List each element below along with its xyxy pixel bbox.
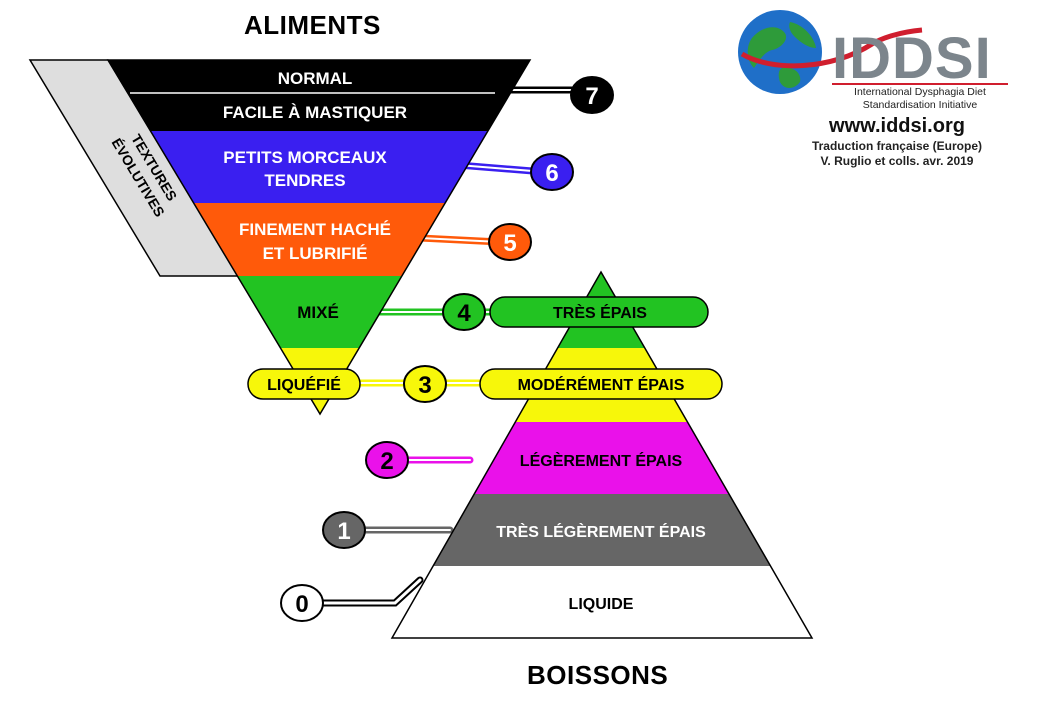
- badge-3-text: 3: [418, 372, 431, 399]
- level-badges: 7 6 5 4 3 2 1 0: [280, 76, 614, 622]
- badge-6: [530, 153, 574, 191]
- food-band-7: [108, 60, 530, 131]
- badge-1: [322, 511, 366, 549]
- pill-tres-epais: [489, 296, 709, 328]
- badge-7: [570, 76, 614, 114]
- pill-moderement-epais: [479, 368, 723, 400]
- food-label-mixe: MIXÉ: [297, 303, 339, 322]
- logo-subtitle-2: Standardisation Initiative: [862, 99, 978, 111]
- drink-label-liquide: LIQUIDE: [569, 596, 634, 613]
- food-label-facile: FACILE À MASTIQUER: [223, 103, 407, 122]
- iddsi-logo-block: IDDSI International Dysphagia Diet Stand…: [732, 8, 1017, 198]
- badge-0-text: 0: [295, 591, 308, 618]
- drink-band-0: [392, 566, 812, 638]
- badge-5-text: 5: [503, 230, 516, 257]
- drink-label-tres-legerement-epais: TRÈS LÉGÈREMENT ÉPAIS: [496, 522, 706, 541]
- badge-7-text: 7: [585, 83, 598, 110]
- badge-2: [365, 441, 409, 479]
- logo-wordmark: IDDSI: [832, 26, 992, 91]
- food-label-petits-2: TENDRES: [264, 171, 345, 190]
- badge-5: [488, 223, 532, 261]
- logo-url: www.iddsi.org: [829, 115, 965, 137]
- food-label-finement-1: FINEMENT HACHÉ: [239, 220, 391, 239]
- logo-subtitle-1: International Dysphagia Diet: [854, 86, 986, 98]
- logo-translation: Traduction française (Europe): [811, 139, 983, 153]
- badge-0: [280, 584, 324, 622]
- food-pyramid-outline: [106, 59, 532, 416]
- foods-heading: ALIMENTS: [244, 10, 381, 40]
- badge-3: [403, 365, 447, 403]
- badge-2-text: 2: [380, 448, 393, 475]
- connector-0-inner: [303, 578, 422, 605]
- badge-6-text: 6: [545, 160, 558, 187]
- globe-icon: IDDSI: [738, 10, 1008, 94]
- logo-credits: V. Ruglio et colls. avr. 2019: [820, 154, 974, 168]
- drinks-heading: BOISSONS: [527, 660, 669, 690]
- connector-5-inner: [419, 237, 501, 243]
- drink-label-moderement-epais: MODÉRÉMENT ÉPAIS: [518, 375, 685, 394]
- food-label-liquefie: LIQUÉFIÉ: [267, 375, 341, 394]
- food-label-normal: NORMAL: [278, 69, 353, 88]
- drink-label-tres-epais: TRÈS ÉPAIS: [553, 303, 647, 322]
- drink-label-legerement-epais: LÉGÈREMENT ÉPAIS: [520, 451, 683, 470]
- pill-liquefie: [247, 368, 361, 400]
- drink-pyramid-outline: [390, 270, 814, 639]
- food-label-petits-1: PETITS MORCEAUX: [223, 148, 387, 167]
- badge-4: [442, 293, 486, 331]
- food-label-finement-2: ET LUBRIFIÉ: [263, 244, 368, 263]
- badge-4-text: 4: [457, 300, 471, 327]
- badge-1-text: 1: [337, 518, 350, 545]
